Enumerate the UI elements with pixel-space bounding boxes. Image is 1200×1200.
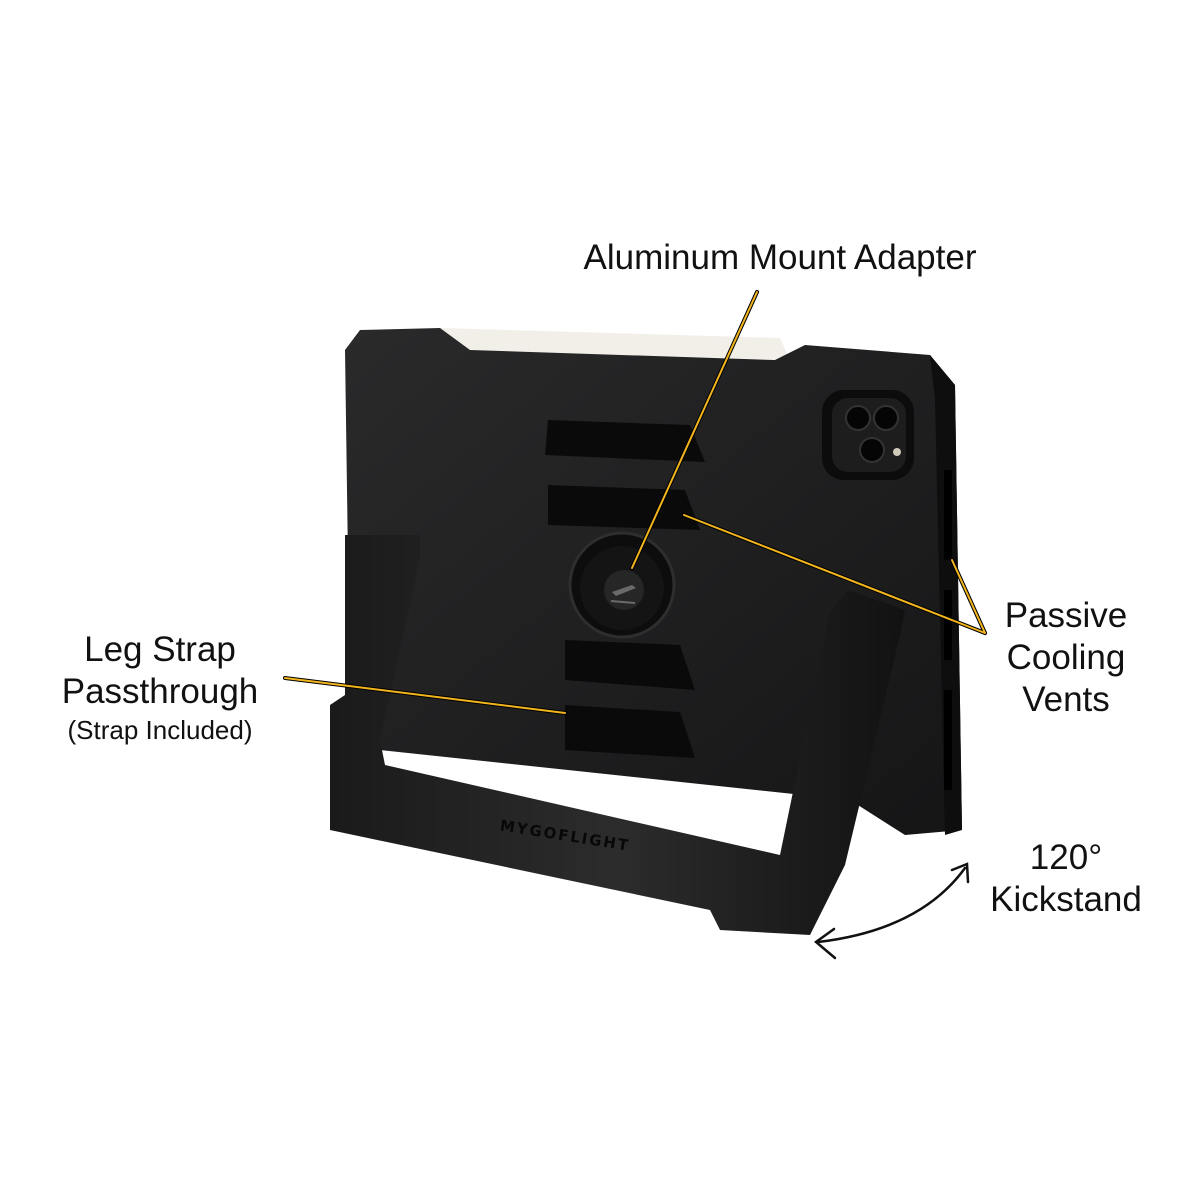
strap-slot-top xyxy=(545,420,705,462)
vent-slot xyxy=(944,470,952,560)
camera-module xyxy=(822,390,914,480)
rotation-arrow-icon xyxy=(813,862,970,960)
strap-slot-upper xyxy=(548,485,700,530)
mount-adapter xyxy=(568,531,676,639)
callout-leg-strap-line2: Passthrough xyxy=(61,672,259,711)
callout-vents-line1: Passive xyxy=(1004,596,1128,635)
callout-vents-line3: Vents xyxy=(1022,680,1110,719)
kickstand xyxy=(330,535,905,935)
callout-leg-strap-line1: Leg Strap xyxy=(84,630,236,669)
callout-mount-label: Aluminum Mount Adapter xyxy=(583,238,977,277)
callout-leg-strap-note: (Strap Included) xyxy=(67,715,253,745)
vent-slot xyxy=(944,690,952,790)
strap-slot-lower xyxy=(565,640,695,690)
strap-slot-bottom xyxy=(565,705,695,758)
vent-slot xyxy=(944,590,952,660)
callout-kickstand-line1: 120° xyxy=(1029,838,1103,877)
callout-vents-line2: Cooling xyxy=(1006,638,1126,677)
callout-kickstand-line2: Kickstand xyxy=(990,880,1142,919)
leader-lines xyxy=(283,290,987,715)
